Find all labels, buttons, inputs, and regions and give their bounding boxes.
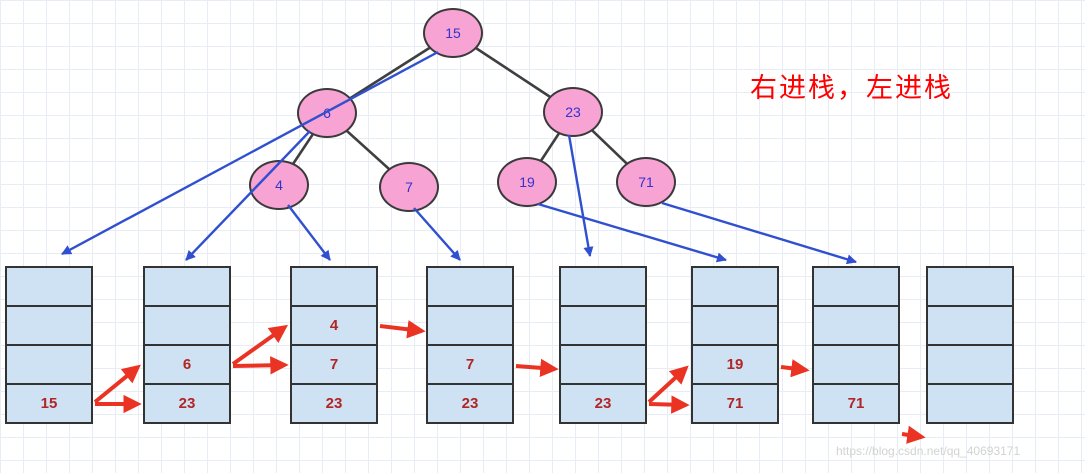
tree-node-7: 7 [379, 162, 439, 212]
stack-cell [928, 305, 1012, 344]
blue-arrow-4-to-stack3 [287, 204, 331, 261]
red-arrow-stack2-to-stack3-4 [231, 324, 288, 366]
tree-node-6: 6 [297, 88, 357, 138]
watermark-text: https://blog.csdn.net/qq_40693171 [836, 444, 1021, 458]
stack-cell [814, 268, 898, 305]
tree-node-71: 71 [616, 157, 676, 207]
stack-cell [693, 268, 777, 305]
stack-cell: 7 [292, 344, 376, 383]
stack-cell: 7 [428, 344, 512, 383]
stack-cell: 6 [145, 344, 229, 383]
tree-node-label: 19 [519, 174, 535, 190]
blue-arrow-71-to-stack7 [661, 201, 857, 265]
stack-cell [928, 344, 1012, 383]
tree-node-label: 7 [405, 179, 413, 195]
stack-cell: 71 [693, 383, 777, 422]
stack-2: 6 23 [143, 266, 231, 424]
stack-cell [561, 268, 645, 305]
blue-arrow-7-to-stack4 [413, 207, 461, 261]
stack-5: 23 [559, 266, 647, 424]
stack-cell [561, 344, 645, 383]
red-arrow-stack2-to-stack3-7 [232, 356, 289, 375]
tree-node-label: 23 [565, 104, 581, 120]
annotation-text: 右进栈，左进栈 [750, 73, 953, 103]
stack-cell [928, 268, 1012, 305]
stack-cell [7, 344, 91, 383]
stack-cell: 4 [292, 305, 376, 344]
stack-cell [292, 268, 376, 305]
red-arrow-stack1-to-stack2-6 [93, 364, 141, 404]
red-arrow-stack5-to-stack6-19 [647, 365, 689, 404]
red-arrow-stack4-to-stack5 [515, 358, 559, 378]
red-arrow-stack6-to-stack7 [780, 359, 810, 378]
stack-cell [928, 383, 1012, 422]
stack-cell [428, 305, 512, 344]
blue-arrow-15-to-stack1 [61, 50, 439, 256]
stack-cell: 23 [145, 383, 229, 422]
stack-4: 7 23 [426, 266, 514, 424]
tree-node-15: 15 [423, 8, 483, 58]
stack-cell [7, 268, 91, 305]
tree-node-label: 71 [638, 174, 654, 190]
tree-node-label: 6 [323, 105, 331, 121]
stack-6: 19 71 [691, 266, 779, 424]
stack-cell [428, 268, 512, 305]
stack-cell: 19 [693, 344, 777, 383]
red-arrow-stack3-to-stack4 [379, 320, 426, 339]
tree-node-label: 4 [275, 177, 283, 193]
stack-cell [814, 305, 898, 344]
blue-arrow-19-to-stack6 [537, 202, 727, 263]
stack-cell: 23 [428, 383, 512, 422]
tree-node-23: 23 [543, 87, 603, 137]
stack-8 [926, 266, 1014, 424]
red-arrow-stack5-to-stack6-71 [648, 395, 690, 414]
stack-cell [814, 344, 898, 383]
stack-cell [7, 305, 91, 344]
tree-node-19: 19 [497, 157, 557, 207]
tree-node-4: 4 [249, 160, 309, 210]
stack-cell: 71 [814, 383, 898, 422]
red-arrow-stack7-to-stack8 [901, 425, 926, 444]
stack-cell [693, 305, 777, 344]
stack-cell: 23 [292, 383, 376, 422]
stack-cell: 23 [561, 383, 645, 422]
blue-arrow-23-to-stack5 [567, 134, 594, 257]
stack-3: 4 7 23 [290, 266, 378, 424]
tree-node-label: 15 [445, 25, 461, 41]
stack-cell: 15 [7, 383, 91, 422]
stack-cell [561, 305, 645, 344]
stack-cell [145, 305, 229, 344]
stack-cell [145, 268, 229, 305]
stack-7: 71 [812, 266, 900, 424]
stack-1: 15 [5, 266, 93, 424]
